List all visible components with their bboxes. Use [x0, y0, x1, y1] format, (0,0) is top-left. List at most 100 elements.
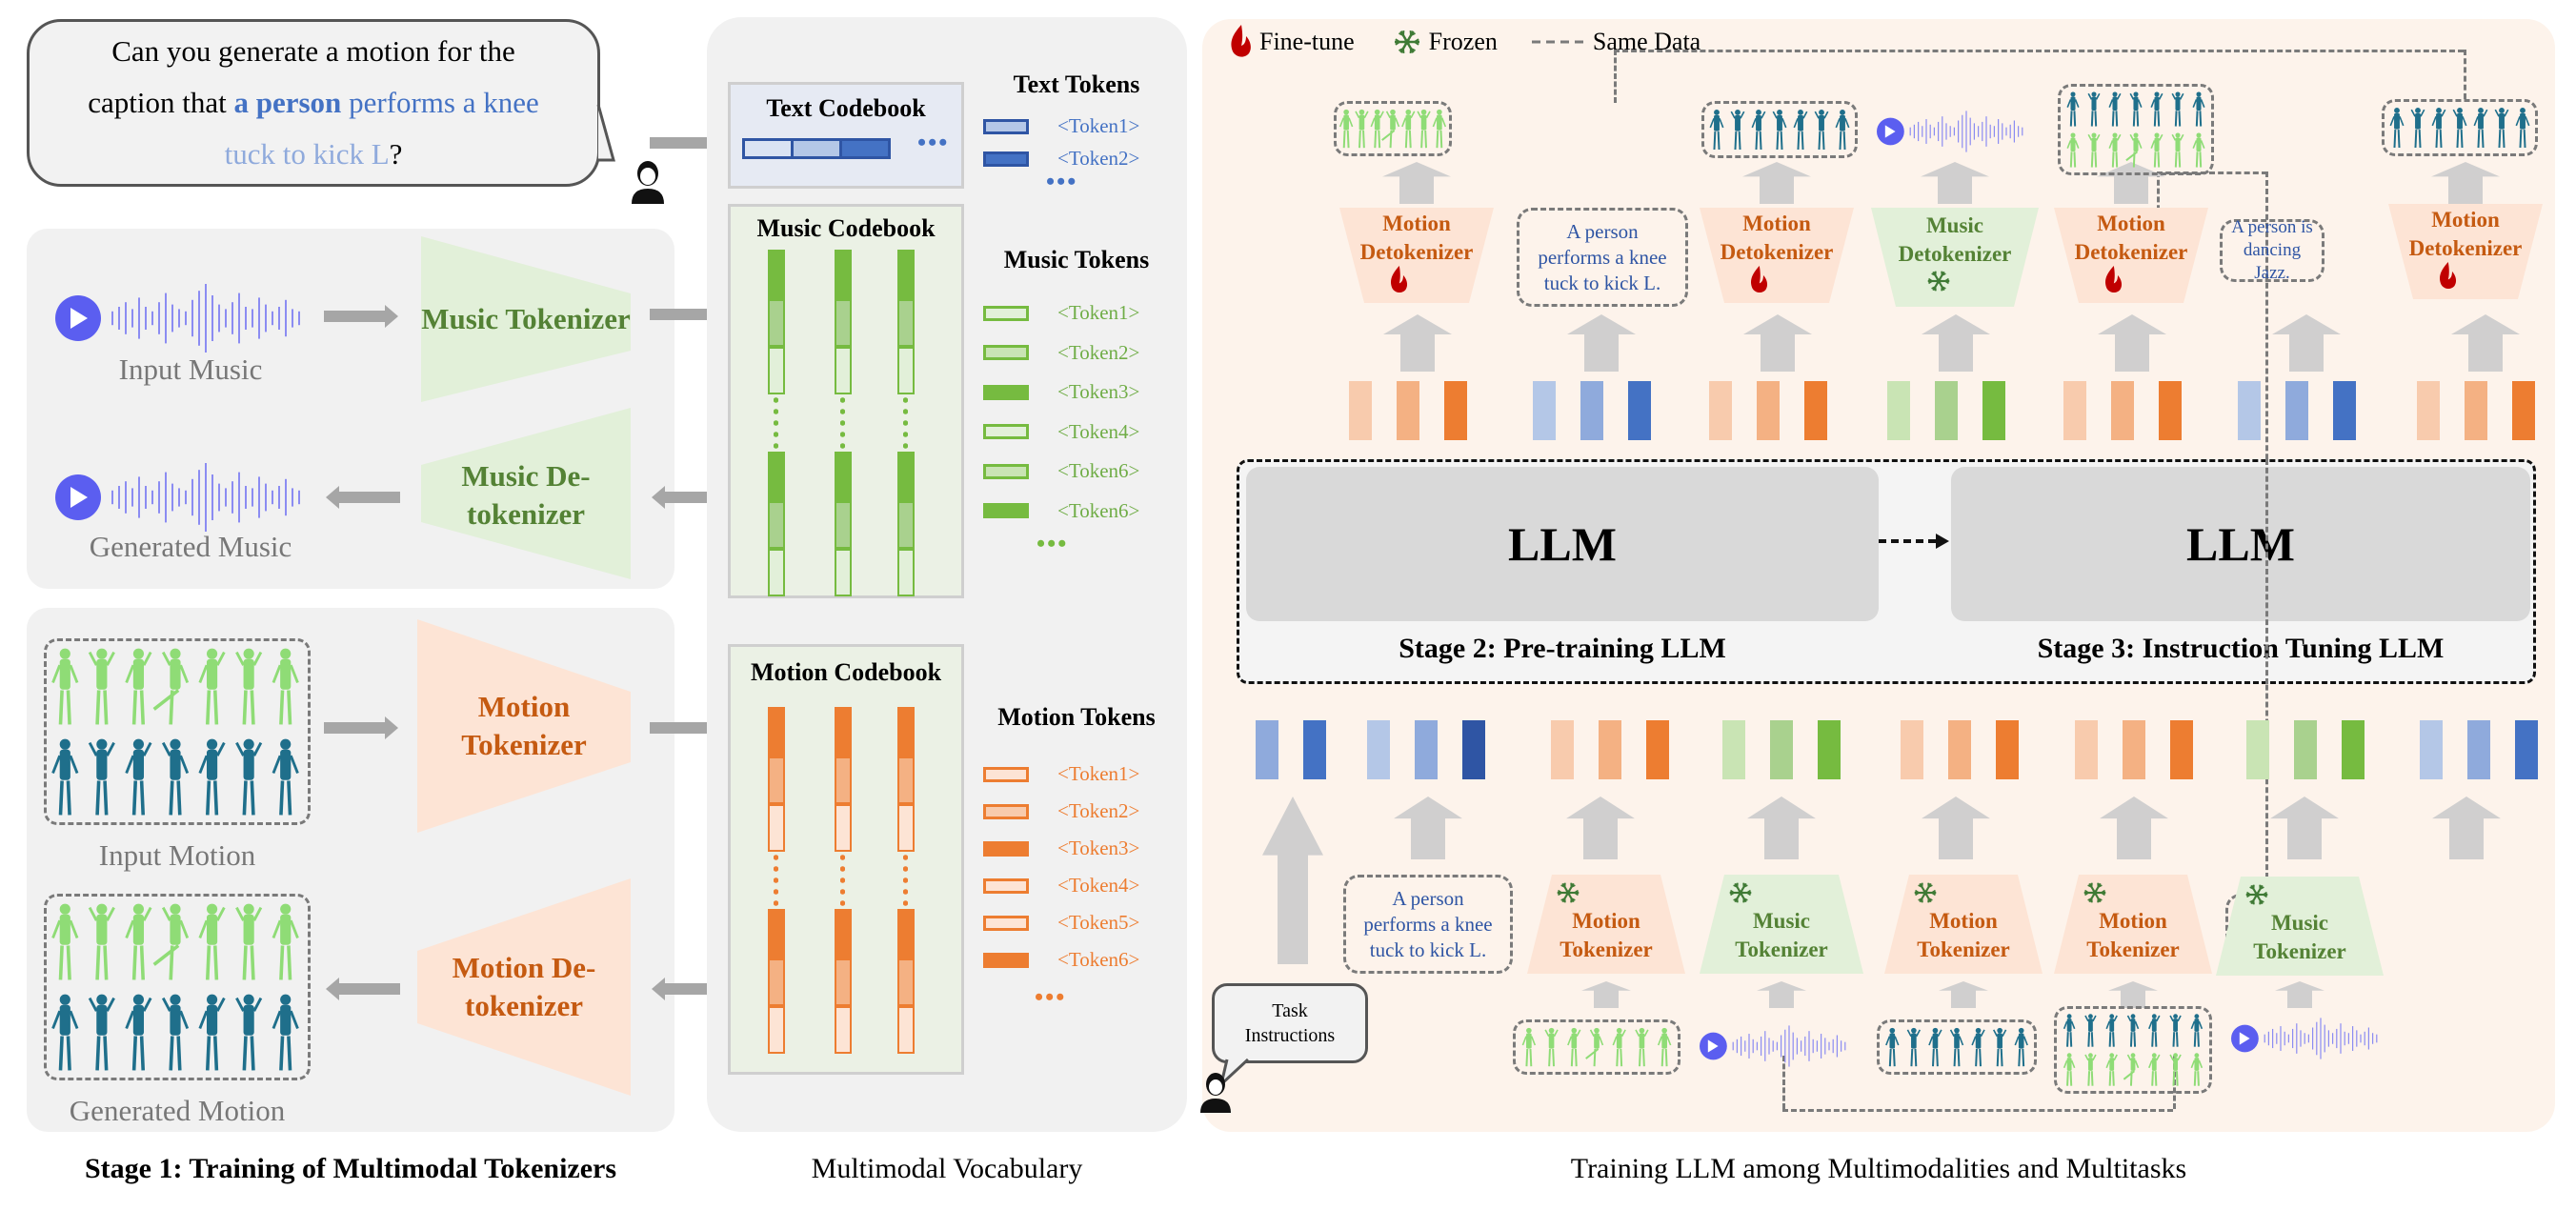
codebook-entry [897, 756, 915, 804]
token-swatch [983, 952, 1029, 968]
token-row: <Token4> [983, 874, 1139, 897]
up-arrow-icon [1383, 314, 1452, 372]
stage2-label: Stage 2: Pre-training LLM [1399, 633, 1726, 664]
music-tokenizer: Music Tokenizer [2253, 911, 2346, 963]
motion-figure [2108, 132, 2122, 168]
motion-token [2111, 381, 2134, 440]
token-label: <Token6> [1057, 948, 1140, 971]
vocabulary-caption: Multimodal Vocabulary [811, 1153, 1083, 1184]
motion-input-blue-green [2054, 1006, 2212, 1094]
music-tokenizer: Music Tokenizer [1735, 909, 1828, 961]
generated-music-label: Generated Music [89, 530, 292, 563]
codebook-entry [768, 958, 785, 1006]
token-label: <Token6> [1057, 459, 1140, 482]
motion-figure [2108, 91, 2122, 127]
codebook-entry [768, 501, 785, 549]
fire-icon [1259, 471, 1282, 509]
up-arrow-icon [2270, 797, 2339, 859]
codebook-entry [835, 250, 852, 299]
motion-figure [2066, 132, 2080, 168]
motion-token [1646, 720, 1669, 779]
motion-tokenizer-shape [417, 619, 631, 833]
user-icon [632, 161, 664, 204]
motion-token [1349, 381, 1372, 440]
prompt-highlight-mid: performs a knee [341, 86, 539, 119]
codebook-entry [768, 909, 785, 958]
motion-output-green [1334, 101, 1452, 156]
motion-figure [1906, 1027, 1922, 1067]
input-motion-figures [51, 648, 299, 816]
codebook-entry [835, 299, 852, 347]
motion-figure [2150, 91, 2163, 127]
motion-figure [2087, 91, 2101, 127]
motion-token [2170, 720, 2193, 779]
codebook-entry [835, 501, 852, 549]
motion-token [2417, 381, 2440, 440]
up-arrow-icon [1747, 797, 1816, 859]
motion-figure [1835, 110, 1850, 151]
text-token [1462, 720, 1485, 779]
token-row: <Token5> [983, 911, 1139, 935]
music-tokenizer-label: Music Tokenizer [421, 302, 631, 335]
up-arrow-icon [2275, 981, 2324, 1008]
motion-detokenizer-shape [2388, 204, 2543, 299]
motion-figure [88, 903, 115, 980]
up-arrow-icon [1382, 162, 1451, 204]
stage3-label: Stage 3: Instruction Tuning LLM [2037, 633, 2445, 664]
motion-detokenizer-shape [2054, 208, 2208, 303]
token-label: <Token2> [1057, 799, 1140, 822]
motion-figures [1338, 109, 1447, 149]
motion-figure [2150, 132, 2163, 168]
token-row: <Token2> [983, 799, 1139, 823]
token-label: <Token2> [1057, 340, 1140, 364]
motion-figure [235, 648, 263, 725]
motion-token [2123, 720, 2145, 779]
motion-figure [1772, 110, 1787, 151]
text-token [2333, 381, 2356, 440]
text-output-knee: A person performs a knee tuck to kick L. [1517, 208, 1688, 307]
input-music-label: Input Music [118, 353, 263, 386]
music-token [1818, 720, 1841, 779]
token-swatch [983, 463, 1029, 479]
motion-figure [51, 994, 79, 1071]
motion-figure [1949, 1027, 1964, 1067]
snowflake-icon [1394, 30, 1419, 53]
motion-figure [125, 648, 152, 725]
prompt-text: Can you generate a motion for the captio… [88, 34, 539, 171]
motion-figure [2192, 91, 2205, 127]
codebook-entry [897, 347, 915, 394]
token-row: <Token1> [983, 301, 1139, 325]
motion-figure [272, 903, 299, 980]
codebook-entry [768, 250, 785, 299]
motion-figure [88, 648, 115, 725]
motion-figure [1928, 1027, 1942, 1067]
up-arrow-icon [1757, 981, 1806, 1008]
motion-figures [2066, 91, 2205, 168]
motion-figure [1657, 1027, 1672, 1067]
legend-finetune: Fine-tune [1259, 28, 1355, 55]
music-token [1770, 720, 1793, 779]
music-token [1722, 720, 1745, 779]
music-detokenizer-shape [1871, 208, 2039, 307]
motion-input-green [1513, 1019, 1680, 1075]
motion-figure [1635, 1027, 1649, 1067]
same-data-line-top-left [1614, 50, 1617, 103]
codebook-vertical-ellipsis [903, 852, 908, 909]
motion-figure [51, 738, 79, 816]
motion-figure [1338, 109, 1354, 149]
text-token-row: <Token1> [983, 114, 1139, 138]
motion-figure [2410, 108, 2425, 149]
music-tokenizer-shape [421, 236, 631, 402]
music-codebook-title: Music Codebook [756, 214, 936, 242]
fire-icon [2440, 262, 2457, 290]
arrow-motion-to-tokenizer [324, 716, 398, 739]
motion-figure [51, 903, 79, 980]
token-row: <Token4> [983, 420, 1139, 444]
up-arrow-icon [2451, 314, 2520, 372]
motion-figure [198, 738, 226, 816]
same-data-line-bottom-left [1782, 1056, 1785, 1109]
motion-figure [235, 903, 263, 980]
codebook-entry [768, 549, 785, 596]
same-data-line-jazz-right-overlay [2265, 459, 2268, 684]
token-swatch [983, 766, 1029, 782]
